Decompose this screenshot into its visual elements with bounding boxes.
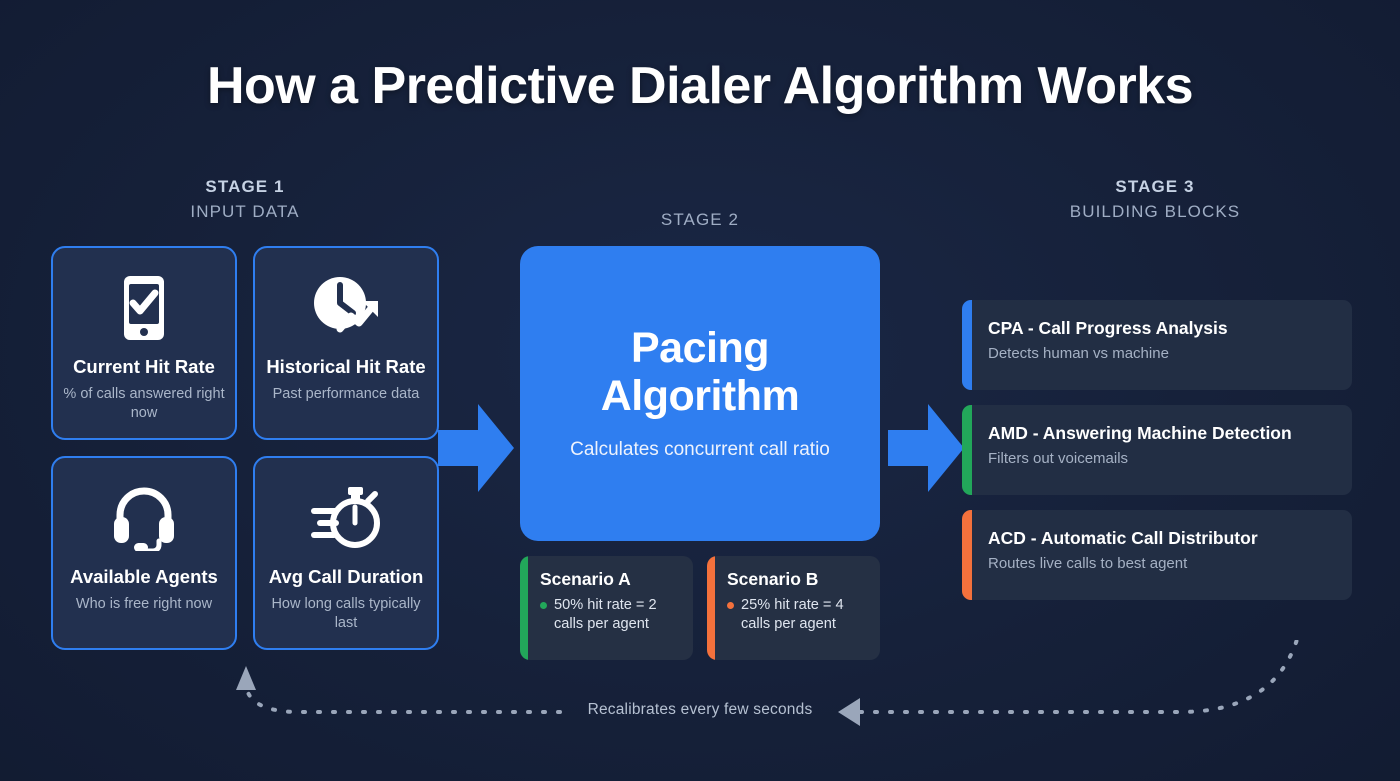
arrow-right-stage1-to-stage2 [438, 398, 514, 503]
input-card-current-hit-rate[interactable]: Current Hit Rate % of calls answered rig… [51, 246, 237, 440]
stage-label-2: STAGE 2 [570, 205, 830, 230]
mobile-phone-check-icon [119, 270, 169, 346]
stage-label-1: STAGE 1 INPUT DATA [115, 177, 375, 222]
scenario-a-accent-bar [520, 556, 528, 660]
feedback-loop-path [236, 640, 1299, 726]
input-card-desc: Who is free right now [75, 596, 213, 613]
pacing-algorithm-panel[interactable]: Pacing Algorithm Calculates concurrent c… [520, 246, 880, 541]
scenario-b-detail-row: 25% hit rate = 4 calls per agent [727, 596, 868, 633]
stage-label-3: STAGE 3 BUILDING BLOCKS [1025, 177, 1285, 222]
scenario-b-accent-bar [707, 556, 715, 660]
arrow-right-stage2-to-stage3 [888, 398, 964, 503]
input-card-title: Available Agents [70, 566, 218, 587]
input-card-title: Current Hit Rate [73, 356, 215, 377]
input-card-title: Historical Hit Rate [266, 356, 426, 377]
stopwatch-icon [310, 480, 382, 556]
input-card-title: Avg Call Duration [268, 566, 424, 587]
pacing-title-line2: Algorithm [600, 372, 800, 421]
acd-accent-bar [962, 510, 972, 600]
stage-3-number: STAGE 3 [1115, 177, 1195, 196]
input-card-desc: Past performance data [272, 386, 420, 403]
building-blocks-list: CPA - Call Progress Analysis Detects hum… [962, 300, 1352, 615]
cpa-title: CPA - Call Progress Analysis [988, 318, 1228, 338]
building-block-cpa[interactable]: CPA - Call Progress Analysis Detects hum… [962, 300, 1352, 390]
scenario-b-title: Scenario B [727, 569, 819, 589]
building-block-acd[interactable]: ACD - Automatic Call Distributor Routes … [962, 510, 1352, 600]
stage-3-name: BUILDING BLOCKS [1069, 202, 1241, 221]
scenario-card-a[interactable]: Scenario A 50% hit rate = 2 calls per ag… [520, 556, 693, 660]
scenario-a-detail: 50% hit rate = 2 calls per agent [554, 597, 657, 632]
bullet-dot-icon [727, 602, 734, 609]
stage-2-number: STAGE 2 [660, 210, 740, 229]
scenario-cards: Scenario A 50% hit rate = 2 calls per ag… [520, 556, 880, 660]
scenario-card-b[interactable]: Scenario B 25% hit rate = 4 calls per ag… [707, 556, 880, 660]
input-card-avg-call-duration[interactable]: Avg Call Duration How long calls typical… [253, 456, 439, 650]
input-card-desc: How long calls typically last [271, 596, 421, 632]
stage-1-name: INPUT DATA [190, 202, 300, 221]
stage-1-number: STAGE 1 [205, 177, 285, 196]
scenario-b-detail: 25% hit rate = 4 calls per agent [741, 597, 844, 632]
input-card-historical-hit-rate[interactable]: Historical Hit Rate Past performance dat… [253, 246, 439, 440]
cpa-accent-bar [962, 300, 972, 390]
feedback-loop-label: Recalibrates every few seconds [587, 701, 813, 718]
pacing-title-line1: Pacing [630, 324, 769, 372]
bullet-dot-icon [540, 602, 547, 609]
input-data-grid: Current Hit Rate % of calls answered rig… [51, 246, 439, 660]
headset-icon [112, 480, 176, 556]
input-card-desc: % of calls answered right now [63, 386, 225, 422]
amd-accent-bar [962, 405, 972, 495]
scenario-a-title: Scenario A [540, 569, 631, 589]
input-card-available-agents[interactable]: Available Agents Who is free right now [51, 456, 237, 650]
pacing-title: Pacing Algorithm [601, 324, 800, 420]
acd-desc: Routes live calls to best agent [988, 555, 1188, 572]
scenario-a-detail-row: 50% hit rate = 2 calls per agent [540, 596, 681, 633]
page-title: How a Predictive Dialer Algorithm Works [206, 57, 1194, 115]
amd-title: AMD - Answering Machine Detection [988, 423, 1292, 443]
pacing-description: Calculates concurrent call ratio [570, 439, 830, 461]
amd-desc: Filters out voicemails [988, 450, 1129, 467]
cpa-desc: Detects human vs machine [988, 345, 1169, 362]
building-block-amd[interactable]: AMD - Answering Machine Detection Filter… [962, 405, 1352, 495]
acd-title: ACD - Automatic Call Distributor [988, 528, 1258, 548]
clock-trend-up-icon [310, 270, 382, 346]
